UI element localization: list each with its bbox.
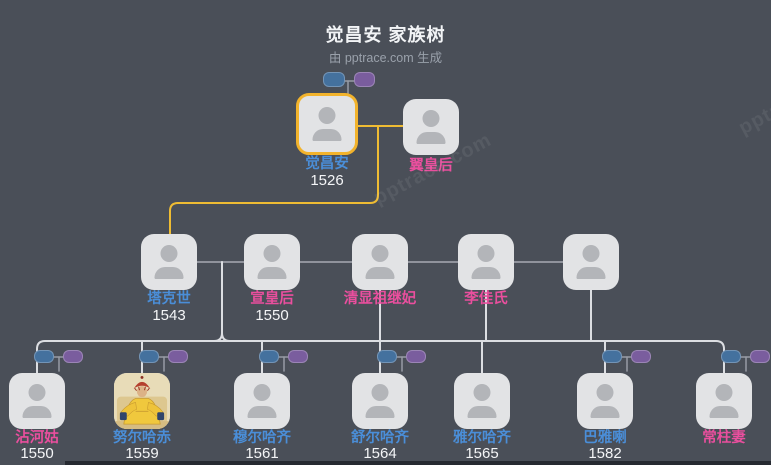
collapsed-female-node[interactable] bbox=[631, 350, 651, 363]
avatar-placeholder-icon bbox=[154, 267, 184, 279]
person-node-yaerhaqi[interactable] bbox=[454, 373, 510, 429]
person-node-shuerhaqi[interactable] bbox=[352, 373, 408, 429]
collapsed-female-node[interactable] bbox=[406, 350, 426, 363]
collapsed-female-node[interactable] bbox=[63, 350, 83, 363]
avatar-placeholder-icon bbox=[28, 384, 46, 401]
avatar-placeholder-icon bbox=[318, 107, 336, 124]
person-node-takeshi[interactable] bbox=[141, 234, 197, 290]
avatar-placeholder-icon bbox=[467, 406, 497, 418]
avatar-placeholder-icon bbox=[371, 384, 389, 401]
avatar-placeholder-icon bbox=[576, 267, 606, 279]
person-node-zhanhegu[interactable] bbox=[9, 373, 65, 429]
collapsed-male-node[interactable] bbox=[602, 350, 622, 363]
collapsed-male-node[interactable] bbox=[721, 350, 741, 363]
avatar-placeholder-icon bbox=[471, 267, 501, 279]
avatar-placeholder-icon bbox=[263, 245, 281, 262]
avatar-placeholder-icon bbox=[257, 267, 287, 279]
avatar-placeholder-icon bbox=[582, 245, 600, 262]
avatar-placeholder-icon bbox=[477, 245, 495, 262]
collapsed-male-node[interactable] bbox=[34, 350, 54, 363]
collapsed-male-node[interactable] bbox=[259, 350, 279, 363]
horizontal-scrollbar[interactable] bbox=[65, 461, 771, 465]
collapsed-male-node[interactable] bbox=[377, 350, 397, 363]
person-node-xuanhuanghou[interactable] bbox=[244, 234, 300, 290]
avatar-placeholder-icon bbox=[365, 406, 395, 418]
nurhaci-portrait bbox=[114, 373, 170, 429]
person-node-weiming[interactable] bbox=[563, 234, 619, 290]
avatar-placeholder-icon bbox=[365, 267, 395, 279]
collapsed-female-node[interactable] bbox=[168, 350, 188, 363]
avatar-placeholder-icon bbox=[160, 245, 178, 262]
avatar-placeholder-icon bbox=[422, 110, 440, 127]
person-node-changzhuqi[interactable] bbox=[696, 373, 752, 429]
person-node-qingxianzujifei[interactable] bbox=[352, 234, 408, 290]
person-node-yihuanghou[interactable] bbox=[403, 99, 459, 155]
avatar-placeholder-icon bbox=[416, 132, 446, 144]
collapsed-mother-node[interactable] bbox=[354, 72, 375, 87]
person-node-juechangan[interactable] bbox=[296, 93, 358, 155]
avatar-placeholder-icon bbox=[312, 129, 342, 141]
avatar-placeholder-icon bbox=[473, 384, 491, 401]
person-node-bayala[interactable] bbox=[577, 373, 633, 429]
avatar-placeholder-icon bbox=[22, 406, 52, 418]
avatar-placeholder-icon bbox=[253, 384, 271, 401]
avatar-placeholder-icon bbox=[709, 406, 739, 418]
person-node-lijiashi[interactable] bbox=[458, 234, 514, 290]
generator-credit: 由 pptrace.com 生成 bbox=[328, 51, 443, 65]
collapsed-male-node[interactable] bbox=[139, 350, 159, 363]
avatar-placeholder-icon bbox=[596, 384, 614, 401]
collapsed-father-node[interactable] bbox=[323, 72, 345, 87]
person-node-muerhaqi[interactable] bbox=[234, 373, 290, 429]
page-title: 觉昌安 家族树 bbox=[325, 25, 446, 45]
collapsed-female-node[interactable] bbox=[288, 350, 308, 363]
person-node-nuerhachi[interactable] bbox=[114, 373, 170, 429]
avatar-placeholder-icon bbox=[715, 384, 733, 401]
avatar-placeholder-icon bbox=[371, 245, 389, 262]
avatar-placeholder-icon bbox=[247, 406, 277, 418]
collapsed-female-node[interactable] bbox=[750, 350, 770, 363]
avatar-placeholder-icon bbox=[590, 406, 620, 418]
